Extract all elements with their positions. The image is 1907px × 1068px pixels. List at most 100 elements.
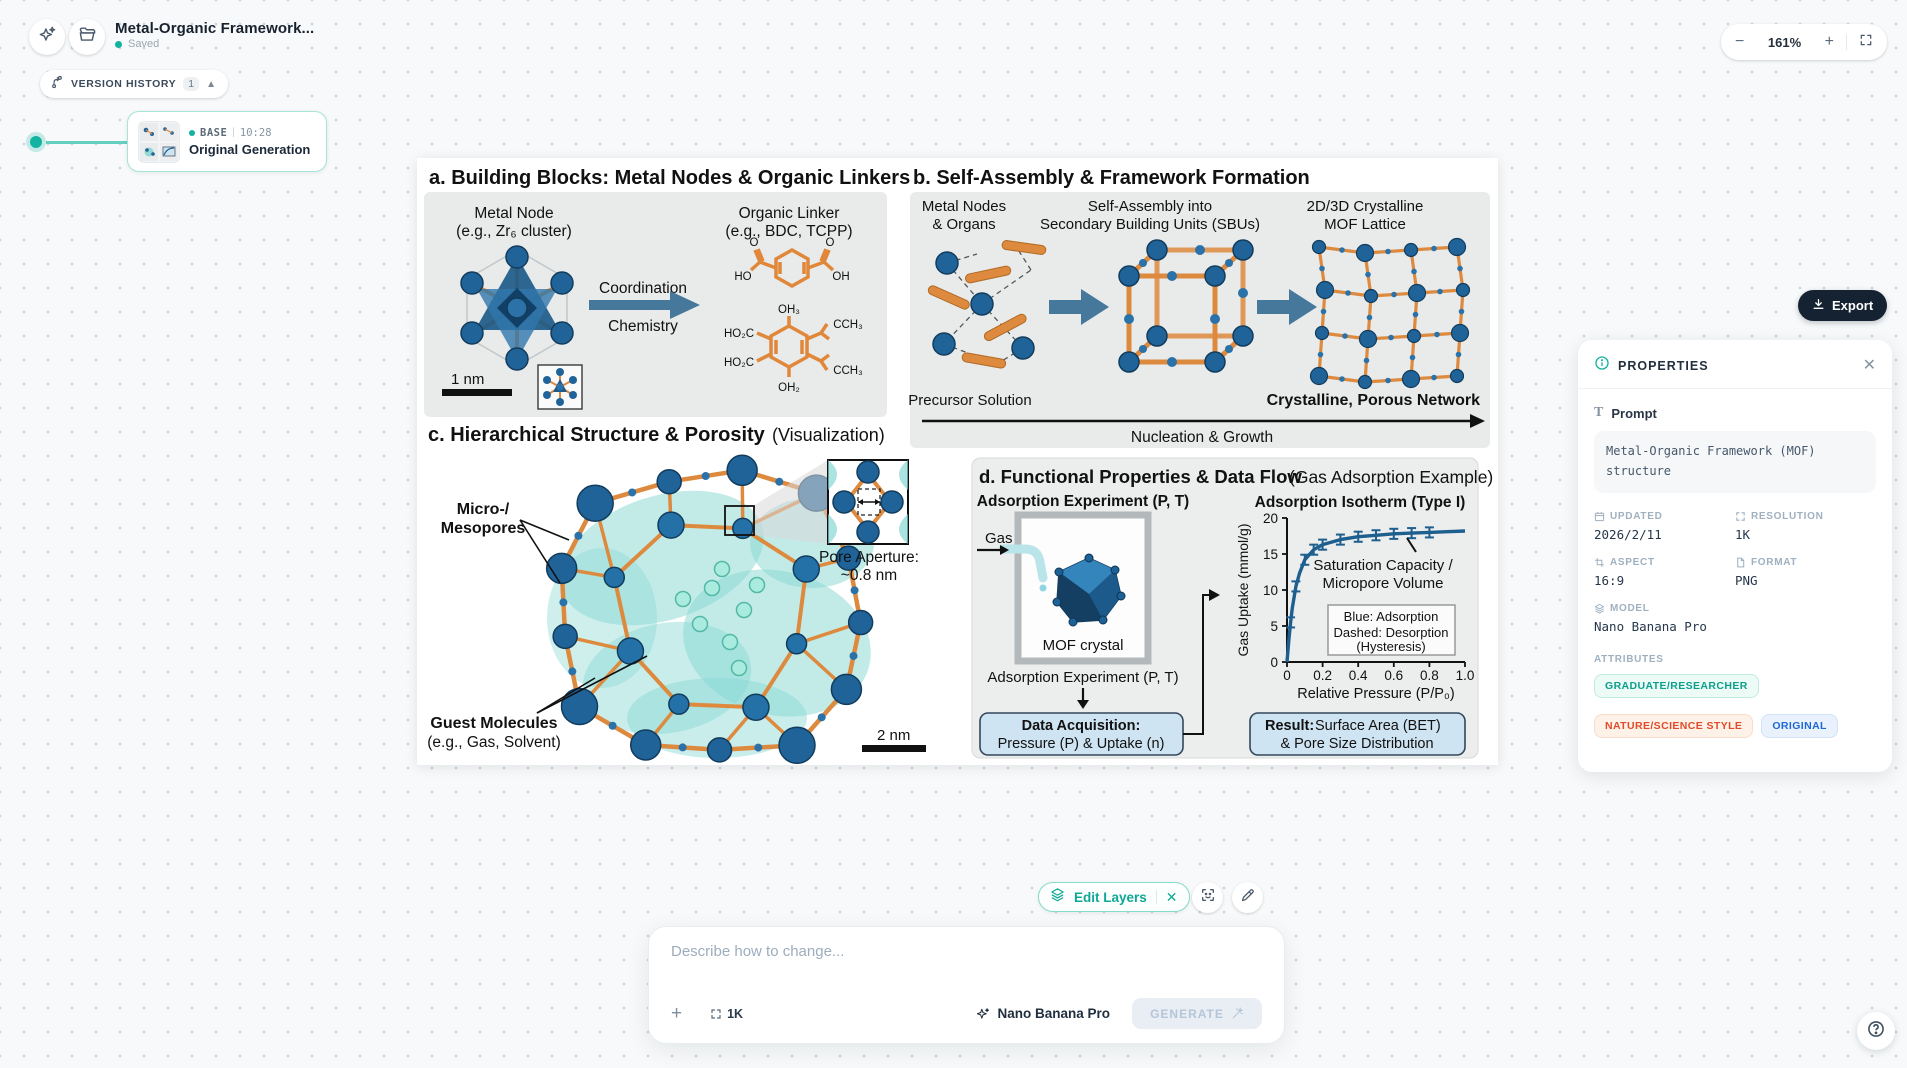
network-label: Crystalline, Porous Network <box>1267 392 1480 409</box>
field-value: PNG <box>1735 572 1758 588</box>
base-dot-icon <box>189 129 195 136</box>
stage3-sublabel: MOF Lattice <box>1324 216 1406 233</box>
panel-b-box <box>910 192 1490 448</box>
svg-text:0.8: 0.8 <box>1420 668 1439 683</box>
svg-text:5: 5 <box>1270 619 1278 634</box>
aspect-icon <box>1595 557 1604 567</box>
legend-line-1: Blue: Adsorption <box>1344 609 1439 624</box>
zoom-controls: − 161% + <box>1721 24 1887 60</box>
prompt-label: Prompt <box>1611 405 1657 421</box>
resolution-selector[interactable]: 1K <box>710 1007 743 1021</box>
help-button[interactable] <box>1857 1012 1895 1050</box>
panel-d-title: d. Functional Properties & Data Flow <box>979 466 1302 487</box>
prompt-composer: + 1K Nano Banana Pro GENERATE <box>648 926 1285 1044</box>
arrow-label-chemistry: Chemistry <box>608 318 678 335</box>
crystal-label: MOF crystal <box>1043 637 1124 654</box>
svg-text:0.2: 0.2 <box>1313 668 1332 683</box>
field-label: ASPECT <box>1610 556 1655 568</box>
generated-image-canvas[interactable]: a. Building Blocks: Metal Nodes & Organi… <box>417 158 1498 765</box>
pores-label-1: Micro-/ <box>457 501 510 518</box>
bdc-label-o1: O <box>750 237 759 249</box>
divider <box>1846 34 1847 50</box>
attribute-badge: ORIGINAL <box>1761 713 1838 738</box>
cluster-inset <box>537 364 583 410</box>
model-icon <box>1594 603 1605 614</box>
model-selector[interactable]: Nano Banana Pro <box>976 1006 1110 1021</box>
resolution-value: 1K <box>727 1006 744 1021</box>
panel-c-title-suffix: (Visualization) <box>772 425 885 445</box>
stage1-label: Metal Nodes <box>922 198 1006 215</box>
svg-text:20: 20 <box>1263 511 1278 526</box>
zoom-level: 161% <box>1767 34 1802 50</box>
add-attachment-button[interactable]: + <box>671 1003 683 1024</box>
bdc-molecule <box>749 247 835 289</box>
timeline-node[interactable] <box>26 132 46 152</box>
properties-title: PROPERTIES <box>1618 358 1709 373</box>
field-value: 1K <box>1735 526 1751 542</box>
version-history-label: VERSION HISTORY <box>71 78 177 90</box>
zoom-in-button[interactable]: + <box>1824 33 1834 50</box>
fullscreen-button[interactable] <box>1859 33 1873 51</box>
generate-button[interactable]: GENERATE <box>1132 998 1262 1029</box>
info-icon <box>1594 355 1610 376</box>
branch-icon <box>50 75 64 94</box>
version-card-base[interactable]: BASE | 10:28 Original Generation <box>127 111 327 172</box>
sparkles-icon <box>977 1007 990 1019</box>
download-icon <box>1812 298 1825 314</box>
experiment-chamber-art <box>998 511 1152 665</box>
resolution-icon <box>1736 511 1745 521</box>
guest-label-2: (e.g., Gas, Solvent) <box>427 734 561 751</box>
sparkles-icon <box>38 25 57 49</box>
precursor-solution-art <box>927 240 1047 369</box>
flow-down-arrow <box>1077 688 1089 709</box>
bdc-label-ho: HO <box>734 271 751 283</box>
tcpp-label-oh2: OH₂ <box>778 382 800 394</box>
svg-text:0: 0 <box>1270 655 1278 670</box>
gas-label: Gas <box>985 530 1013 547</box>
stage2-sublabel: Secondary Building Units (SBUs) <box>1040 216 1260 233</box>
chevron-up-icon: ▲ <box>206 78 217 90</box>
version-history-toggle[interactable]: VERSION HISTORY 1 ▲ <box>40 70 229 98</box>
tcpp-molecule <box>756 316 831 377</box>
version-tag: BASE <box>200 126 228 139</box>
panel-d-title-suffix: (Gas Adsorption Example) <box>1289 467 1493 487</box>
wand-icon <box>1232 1007 1244 1019</box>
document-title: Metal-Organic Framework... <box>115 20 315 37</box>
chart-legend-box <box>1327 604 1456 656</box>
field-value: 2026/2/11 <box>1594 526 1662 542</box>
tcpp-label-ho2c-1: HO₂C <box>724 328 754 340</box>
edit-layers-button[interactable]: Edit Layers ✕ <box>1038 882 1190 912</box>
panel-b-title: b. Self-Assembly & Framework Formation <box>913 167 1310 189</box>
bdc-label-oh: OH <box>832 271 849 283</box>
change-prompt-input[interactable] <box>671 943 1262 987</box>
metal-node-sublabel: (e.g., Zr₆ cluster) <box>456 223 572 240</box>
block-arrow-b2 <box>1257 289 1317 325</box>
close-icon[interactable]: ✕ <box>1165 889 1178 905</box>
zoom-out-button[interactable]: − <box>1735 33 1745 50</box>
select-region-button[interactable] <box>1192 882 1223 913</box>
result-label-bold: Result: <box>1265 718 1314 734</box>
scale-bar-label-c: 2 nm <box>877 727 910 744</box>
close-icon[interactable]: ✕ <box>1862 356 1876 374</box>
field-label: MODEL <box>1610 602 1650 614</box>
attributes-label: ATTRIBUTES <box>1594 653 1664 665</box>
export-label: Export <box>1832 298 1874 313</box>
app-logo-button[interactable] <box>29 19 65 55</box>
sbu-cube-art <box>1118 239 1254 373</box>
acquisition-label-2: Pressure (P) & Uptake (n) <box>998 736 1165 752</box>
prompt-text: Metal-Organic Framework (MOF) structure <box>1594 431 1876 493</box>
mof-lattice-art <box>1309 237 1471 390</box>
question-circle-icon <box>1866 1019 1886 1044</box>
version-time: 10:28 <box>239 126 272 139</box>
saturation-label-2: Micropore Volume <box>1323 575 1444 592</box>
svg-text:0: 0 <box>1283 668 1291 683</box>
generate-label: GENERATE <box>1150 1006 1224 1021</box>
field-updated: UPDATED 2026/2/11 <box>1594 511 1735 542</box>
growth-label: Nucleation & Growth <box>1131 429 1273 446</box>
pen-tool-button[interactable] <box>1232 882 1263 913</box>
metal-node-label: Metal Node <box>474 205 553 222</box>
export-button[interactable]: Export <box>1798 290 1888 321</box>
open-file-button[interactable] <box>69 19 105 55</box>
pore-inset <box>724 459 909 545</box>
